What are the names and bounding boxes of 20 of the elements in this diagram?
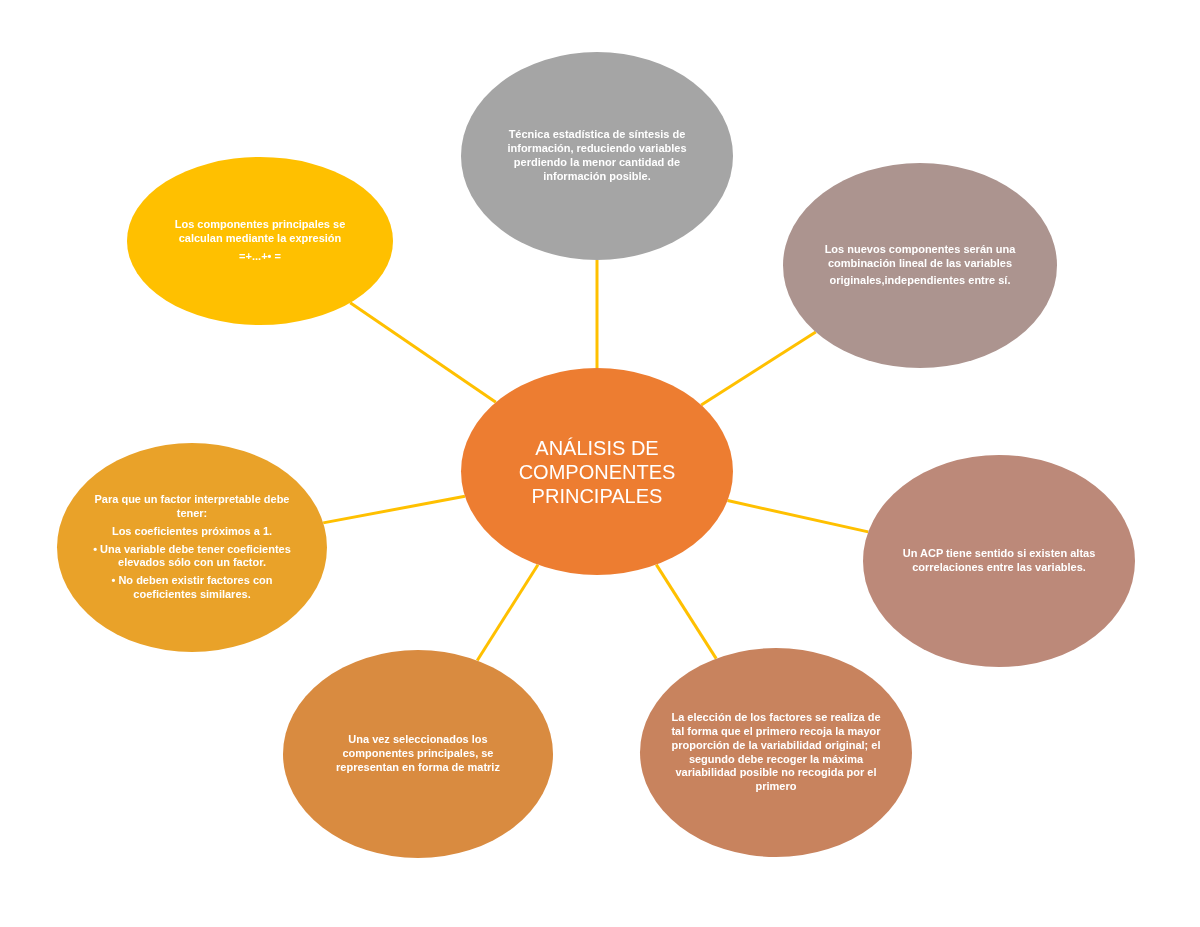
connector-line [475, 563, 540, 662]
idea-text: Los nuevos componentes serán una combinación lineal de las variables [823, 242, 1017, 271]
connector-line [595, 260, 599, 368]
connector-line [727, 499, 869, 534]
idea-text: • No deben existir factores con coeficientes similares. [110, 574, 274, 603]
idea-text: • Una variable debe tener coeficientes elevados sólo con un factor. [92, 542, 292, 571]
idea-text: Una vez seleccionados los componentes principales, se representan en forma de matriz [335, 733, 501, 775]
topic-title: ANÁLISIS DE COMPONENTES PRINCIPALES [517, 435, 677, 508]
connector-line [349, 301, 497, 404]
idea-text: Para que un factor interpretable debe tener: [93, 492, 291, 521]
connector-line [322, 494, 466, 525]
idea-text: Un ACP tiene sentido si existen altas correlaciones entre las variables. [901, 547, 1097, 575]
idea-text: originales,independientes entre sí. [828, 274, 1012, 289]
idea-text: Los componentes principales se calculan mediante la expresión [173, 218, 347, 246]
idea-text: Los coeficientes próximos a 1. [110, 524, 274, 539]
connector-line [655, 563, 718, 660]
idea-text: La elección de los factores se realiza de tal forma que el primero recoja la mayor proporción de la variabilidad original; el segundo debe recoger la máxima variabilidad posible no recogida por el primero [670, 710, 882, 795]
connector-line [700, 330, 817, 407]
idea-text: Técnica estadística de síntesis de información, reduciendo variables perdiendo la menor cantidad de información posible. [506, 128, 688, 184]
idea-text: =+...+• = [238, 250, 282, 264]
